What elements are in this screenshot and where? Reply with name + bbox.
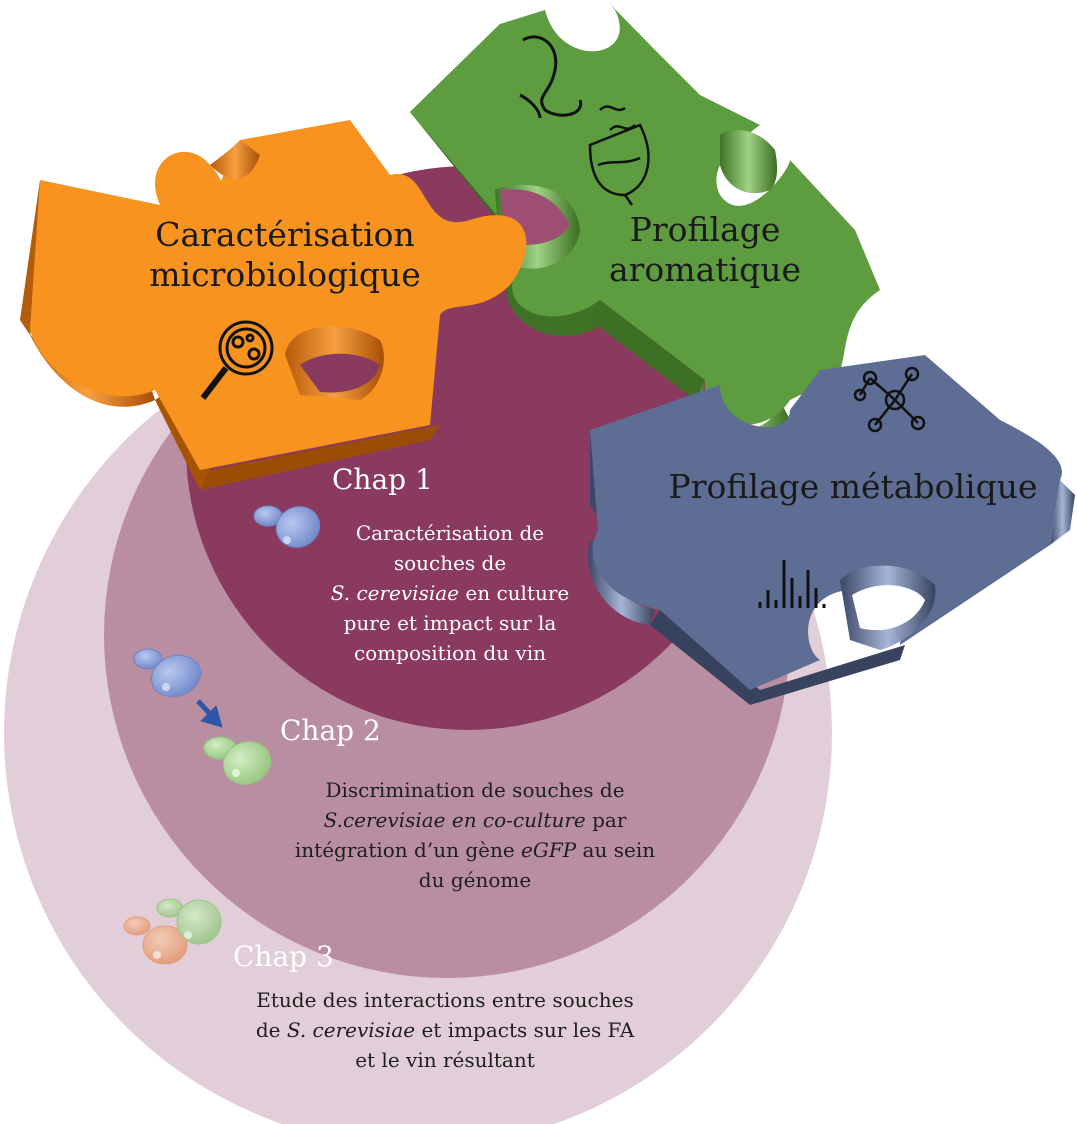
chap2-line2-rest: par [585,808,627,832]
chap2-title: Chap 2 [280,714,381,747]
chap3-line2: de S. cerevisiae et impacts sur les FA [235,1015,655,1045]
petri-magnifier-icon [200,320,274,400]
title-microbio: Caractérisation microbiologique [130,215,440,295]
chap2-line4: du génome [418,868,532,892]
chap1-species: S. cerevisiae [330,581,460,605]
chap3-line3: et le vin résultant [355,1048,535,1072]
chap1-title: Chap 1 [332,463,433,496]
arrow-icon [196,699,223,728]
chap2-line3-a: intégration d’un gène [294,838,522,862]
chap3-line1: Etude des interactions entre souches [256,988,634,1012]
chap3-line2-a: de [255,1018,287,1042]
network-icon [853,366,926,433]
chap2-gene: eGFP [521,838,577,862]
bar-spectrum-icon [758,560,826,608]
title-metabolique: Profilage métabolique [668,467,1038,506]
chap2-line3: intégration d’un gène eGFP au sein [285,835,665,865]
chap2-line1: Discrimination de souches de [325,778,625,802]
puzzle-piece-metabolique [588,355,1075,705]
yeast-cell-icon [133,648,201,698]
chap1-body: Caractérisation de souches de S. cerevis… [310,518,590,668]
title-aromatique-line1: Profilage [629,210,781,249]
chap1-line3: S. cerevisiae en culture [310,578,590,608]
chap3-species: S. cerevisiae [286,1018,416,1042]
title-aromatique: Profilage aromatique [590,210,820,290]
chap3-line2-b: et impacts sur les FA [415,1018,635,1042]
title-aromatique-line2: aromatique [608,250,801,289]
chap1-line4: pure et impact sur la [343,611,557,635]
chap1-line1: Caractérisation de [355,521,545,545]
chap3-body: Etude des interactions entre souches de … [235,985,655,1075]
yeast-cell-icon [203,736,272,785]
title-microbio-line2: microbiologique [149,255,421,294]
chap2-body: Discrimination de souches de S.cerevisia… [285,775,665,895]
chap2-line3-b: au sein [576,838,656,862]
chap2-line2: S.cerevisiae en co-culture par [285,805,665,835]
puzzle-piece-aromatique [410,4,880,449]
title-microbio-line1: Caractérisation [155,215,415,254]
chap2-species: S.cerevisiae en co-culture [323,808,586,832]
yeast-cell-icon [123,898,222,965]
chap1-line3-rest: en culture [459,581,570,605]
puzzle-piece-microbio [20,120,527,490]
chap1-line5: composition du vin [353,641,547,665]
yeast-cell-icon [253,505,321,548]
nose-icon [519,35,583,119]
chap3-title: Chap 3 [233,940,334,973]
chap1-line2: souches de [393,551,507,575]
wine-glass-icon [588,105,650,206]
